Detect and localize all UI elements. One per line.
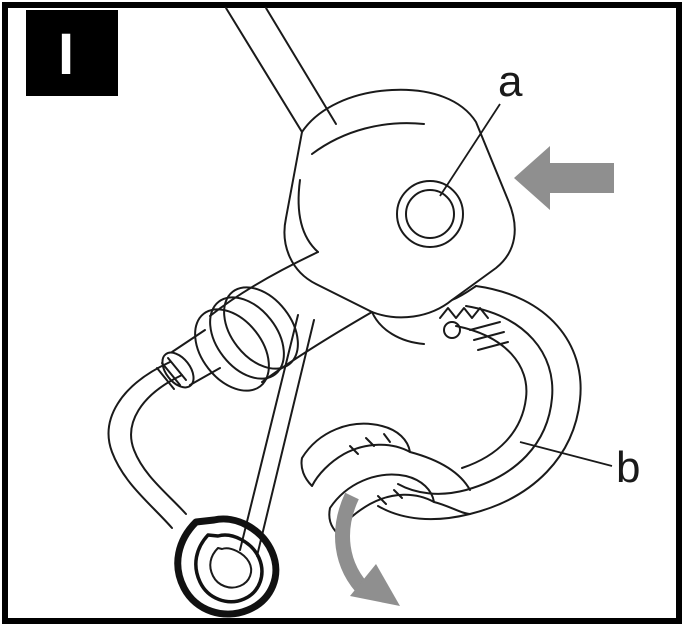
callout-b-label: b (616, 443, 640, 492)
hanger-hook (300, 285, 582, 535)
callout-a-label: a (498, 57, 523, 106)
callout-b: b (519, 441, 640, 492)
leader-line-a (439, 103, 501, 197)
drive-shaft (225, 7, 337, 557)
panel-label: I (58, 22, 74, 87)
starter-cylinder (156, 251, 373, 392)
push-direction-arrow-icon (514, 146, 614, 210)
panel-label-box: I (26, 10, 118, 96)
panel-label-background (26, 10, 118, 96)
gearbox-housing (283, 88, 516, 345)
callout-a: a (439, 57, 523, 197)
clamp-detail (439, 307, 509, 351)
left-strap-loop (107, 361, 187, 529)
round-boss (396, 180, 464, 248)
bottom-carabiner (174, 515, 280, 618)
rotate-direction-arrow-icon (335, 492, 400, 606)
leader-line-b (519, 441, 613, 467)
